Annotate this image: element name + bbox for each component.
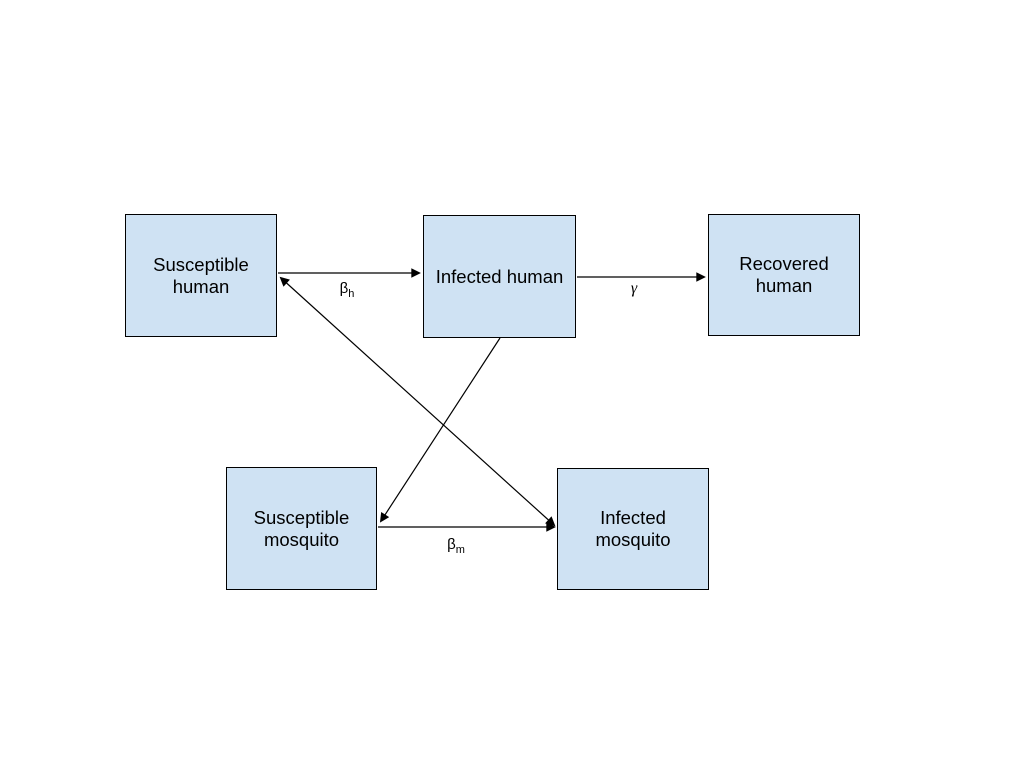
edge-infected-mosquito-to-susceptible-human: [279, 276, 556, 527]
edge-infected-human-to-susceptible-mosquito: [379, 337, 501, 523]
node-infected-human: Infected human: [423, 215, 576, 338]
edge-label-base: γ: [630, 280, 638, 297]
node-susceptible-human: Susceptible human: [125, 214, 277, 337]
node-recovered-human: Recovered human: [708, 214, 860, 336]
edge-label-subscript: m: [455, 544, 465, 556]
edge-label-base: β: [339, 280, 349, 297]
node-susceptible-mosquito: Susceptible mosquito: [226, 467, 377, 590]
edge-label-base: β: [447, 536, 456, 553]
edge-label-subscript: h: [348, 288, 355, 300]
node-infected-mosquito: Infected mosquito: [557, 468, 709, 590]
edge-label-susceptible-human-to-infected-human: βh: [339, 280, 355, 300]
edge-label-infected-human-to-recovered-human: γ: [631, 280, 637, 298]
edge-label-susceptible-mosquito-to-infected-mosquito: βm: [447, 536, 465, 556]
